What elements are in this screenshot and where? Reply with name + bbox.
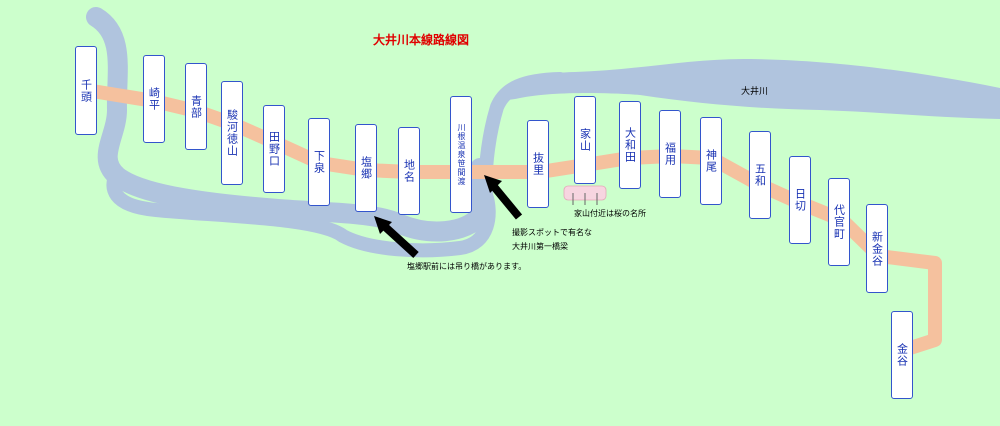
station-shimoizumi[interactable]: 下泉	[308, 118, 330, 206]
station-tanokuchi[interactable]: 田野口	[263, 105, 285, 193]
station-shinkanaya[interactable]: 新金谷	[866, 204, 888, 293]
station-name: 塩郷	[359, 156, 373, 180]
station-sakihira[interactable]: 崎平	[143, 55, 165, 143]
station-shiogo[interactable]: 塩郷	[355, 124, 377, 212]
station-name: 神尾	[704, 149, 718, 173]
station-gokka[interactable]: 五和	[749, 131, 771, 219]
station-kanaya[interactable]: 金谷	[891, 311, 913, 399]
station-name: 福用	[663, 142, 677, 166]
station-name: 大和田	[623, 127, 637, 163]
station-kamio[interactable]: 神尾	[700, 117, 722, 205]
station-name: 崎平	[147, 87, 161, 111]
station-fukuyo[interactable]: 福用	[659, 110, 681, 198]
station-nukuri[interactable]: 抜里	[527, 120, 549, 208]
station-name: 駿河徳山	[225, 109, 239, 157]
note-cherry-blossom: 家山付近は桜の名所	[574, 209, 646, 218]
map-title: 大井川本線路線図	[373, 33, 470, 47]
station-higiri[interactable]: 日切	[789, 156, 811, 244]
station-senzu[interactable]: 千頭	[75, 46, 97, 135]
station-name: 千頭	[79, 78, 93, 103]
station-surugatokuyama[interactable]: 駿河徳山	[221, 81, 243, 185]
arrow-icon	[374, 216, 419, 258]
note-photo-spot-line2: 大井川第一橋梁	[512, 242, 568, 251]
station-daikancho[interactable]: 代官町	[828, 178, 850, 266]
station-name: 五和	[753, 163, 767, 187]
station-name: 金谷	[895, 343, 909, 367]
station-aobe[interactable]: 青部	[185, 63, 207, 150]
station-name: 青部	[189, 94, 203, 119]
station-name: 田野口	[267, 131, 281, 167]
station-name: 下泉	[312, 150, 326, 174]
arrow-icon	[484, 175, 523, 220]
river-main-body	[498, 58, 1000, 119]
station-name: 家山	[578, 128, 592, 152]
station-name: 新金谷	[870, 230, 884, 267]
station-name: 抜里	[531, 152, 545, 176]
cherry-blossom-icon	[563, 185, 607, 205]
station-ieyama[interactable]: 家山	[574, 96, 596, 184]
station-owada[interactable]: 大和田	[619, 101, 641, 189]
note-photo-spot-line1: 撮影スポットで有名な	[512, 228, 592, 237]
river-lower-bend	[106, 72, 567, 258]
river-label: 大井川	[741, 87, 769, 97]
river-upper-loop	[86, 7, 492, 242]
station-kawaneonsen-sasamado[interactable]: 川根温泉笹間渡	[450, 96, 472, 213]
station-name: 川根温泉笹間渡	[457, 123, 466, 186]
station-jina[interactable]: 地名	[398, 127, 420, 215]
note-suspension-bridge: 塩郷駅前には吊り橋があります。	[407, 262, 527, 271]
station-name: 日切	[793, 188, 807, 212]
station-name: 代官町	[832, 204, 846, 240]
station-name: 地名	[402, 159, 416, 183]
